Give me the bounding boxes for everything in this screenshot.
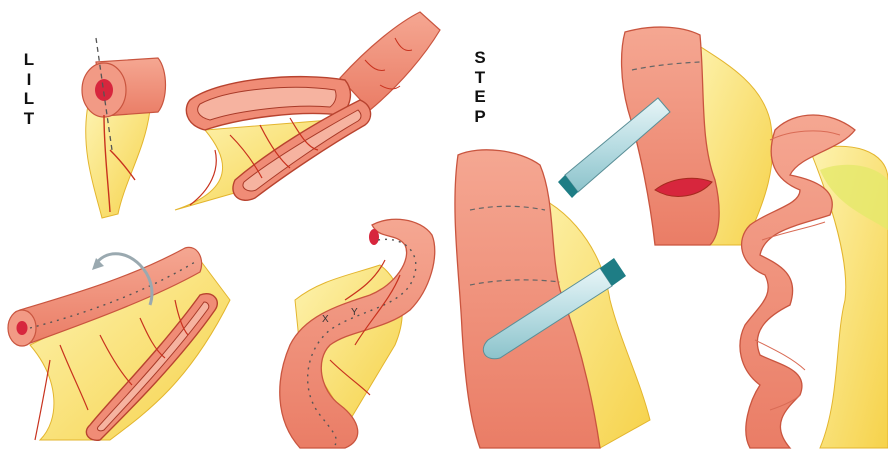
y-marker: Y: [351, 307, 358, 318]
bowel-tube: [340, 12, 440, 110]
lumen: [17, 321, 28, 335]
mesentery: [86, 105, 150, 218]
lumen: [95, 79, 113, 101]
lilt-lengthened-bowel: [8, 247, 230, 440]
lilt-bowel-cross-section: [82, 38, 166, 218]
step-bowel-stapling: [455, 150, 650, 448]
lilt-completed-loop: X Y: [280, 219, 435, 448]
lumen: [369, 229, 379, 245]
step-bowel-top: [558, 27, 773, 245]
x-marker: X: [322, 314, 329, 325]
lilt-split-bowel: [175, 12, 440, 210]
